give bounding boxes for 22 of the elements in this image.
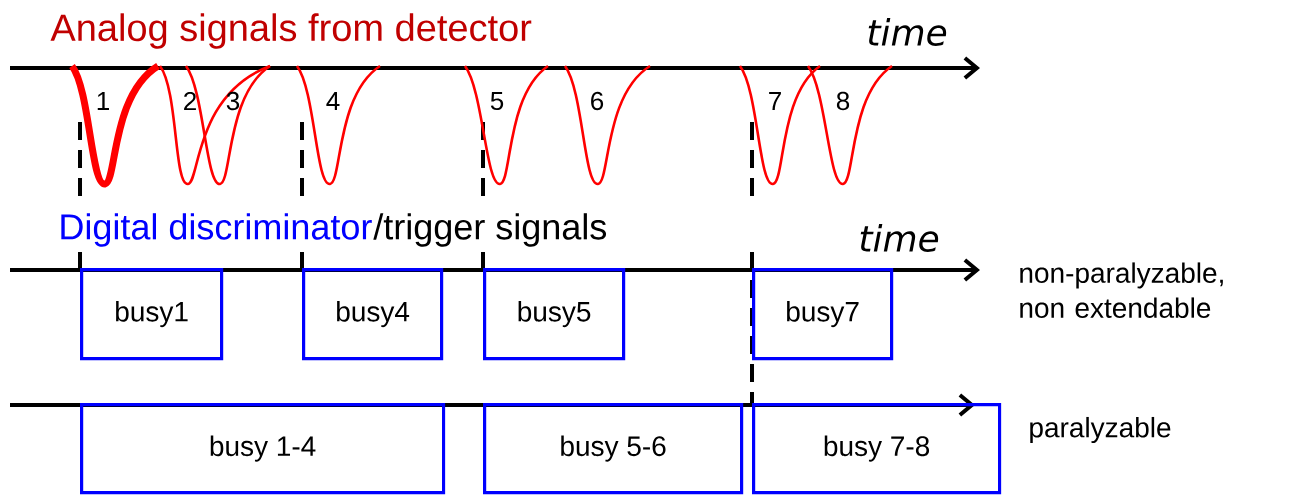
busy-box: busy 7-8	[752, 403, 1002, 495]
heading: Analog signals from detector	[50, 13, 532, 49]
mode-label: non-paralyzable, non extendable	[1020, 262, 1223, 318]
heading: Digital discriminator	[61, 213, 372, 247]
busy-box: busy7	[752, 268, 894, 361]
pulse-number: 5	[490, 91, 504, 111]
busy-box: busy1	[80, 268, 224, 361]
heading: /trigger signals	[373, 213, 607, 247]
axis-label: time	[868, 18, 947, 46]
pulse-number: 7	[769, 92, 781, 110]
pulse-number: 1	[97, 92, 109, 110]
pulse-number: 6	[591, 91, 604, 111]
axis-label: time	[860, 224, 939, 252]
busy-box: busy4	[302, 268, 444, 361]
busy-box: busy 5-6	[483, 403, 744, 495]
busy-box: busy 1-4	[80, 403, 446, 495]
pulse-number: 3	[226, 91, 240, 111]
pulse-number: 2	[184, 91, 196, 111]
mode-label: paralyzable	[1030, 416, 1171, 444]
pulse-number: 8	[836, 91, 850, 111]
busy-box: busy5	[483, 268, 626, 361]
pulse-number: 4	[326, 92, 340, 110]
